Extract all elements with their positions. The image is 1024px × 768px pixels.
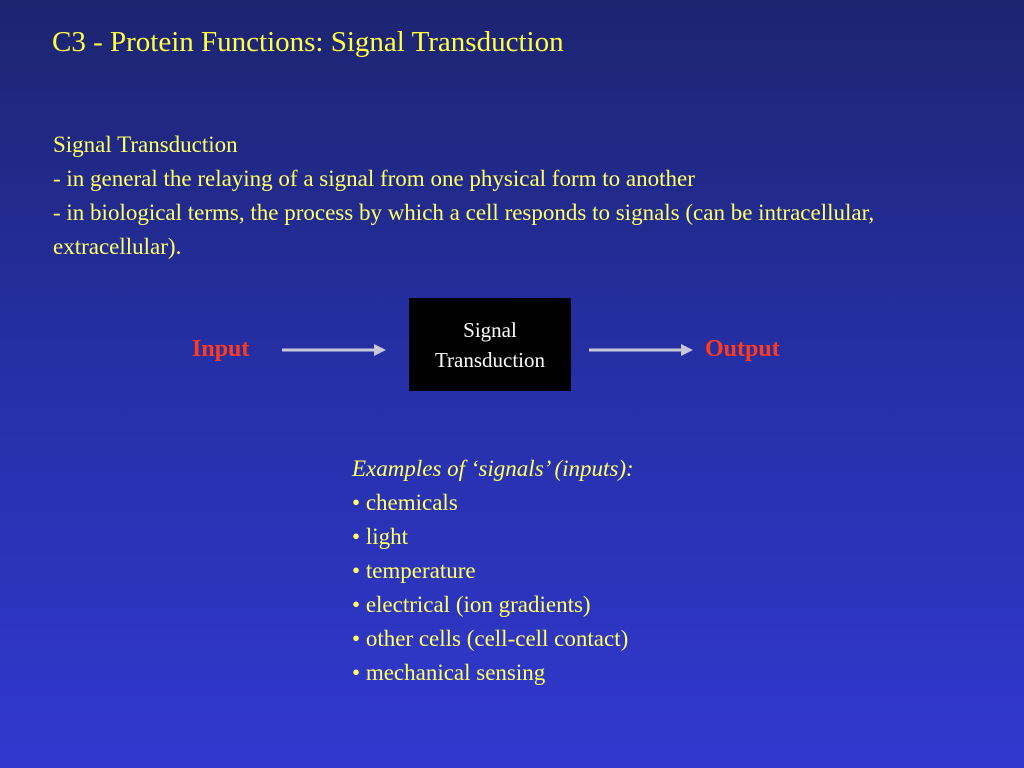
box-label-line1: Signal [463,317,517,342]
list-item: light [352,520,634,554]
intro-line-biological: - in biological terms, the process by wh… [53,200,875,259]
examples-block: Examples of ‘signals’ (inputs): chemical… [352,452,634,690]
intro-heading: Signal Transduction [53,132,238,157]
examples-heading: Examples of ‘signals’ (inputs): [352,456,634,481]
input-arrow-icon [282,344,386,356]
output-arrow-icon [589,344,693,356]
examples-list: chemicals light temperature electrical (… [352,486,634,690]
output-label: Output [705,336,780,362]
input-label: Input [192,336,250,362]
list-item: temperature [352,554,634,588]
box-label-line2: Transduction [434,347,546,372]
intro-text-block: Signal Transduction - in general the rel… [53,128,973,264]
signal-transduction-box: Signal Transduction [409,298,571,391]
intro-line-general: - in general the relaying of a signal fr… [53,166,695,191]
list-item: other cells (cell-cell contact) [352,622,634,656]
list-item: mechanical sensing [352,656,634,690]
list-item: chemicals [352,486,634,520]
list-item: electrical (ion gradients) [352,588,634,622]
slide-title: C3 - Protein Functions: Signal Transduct… [52,26,564,58]
